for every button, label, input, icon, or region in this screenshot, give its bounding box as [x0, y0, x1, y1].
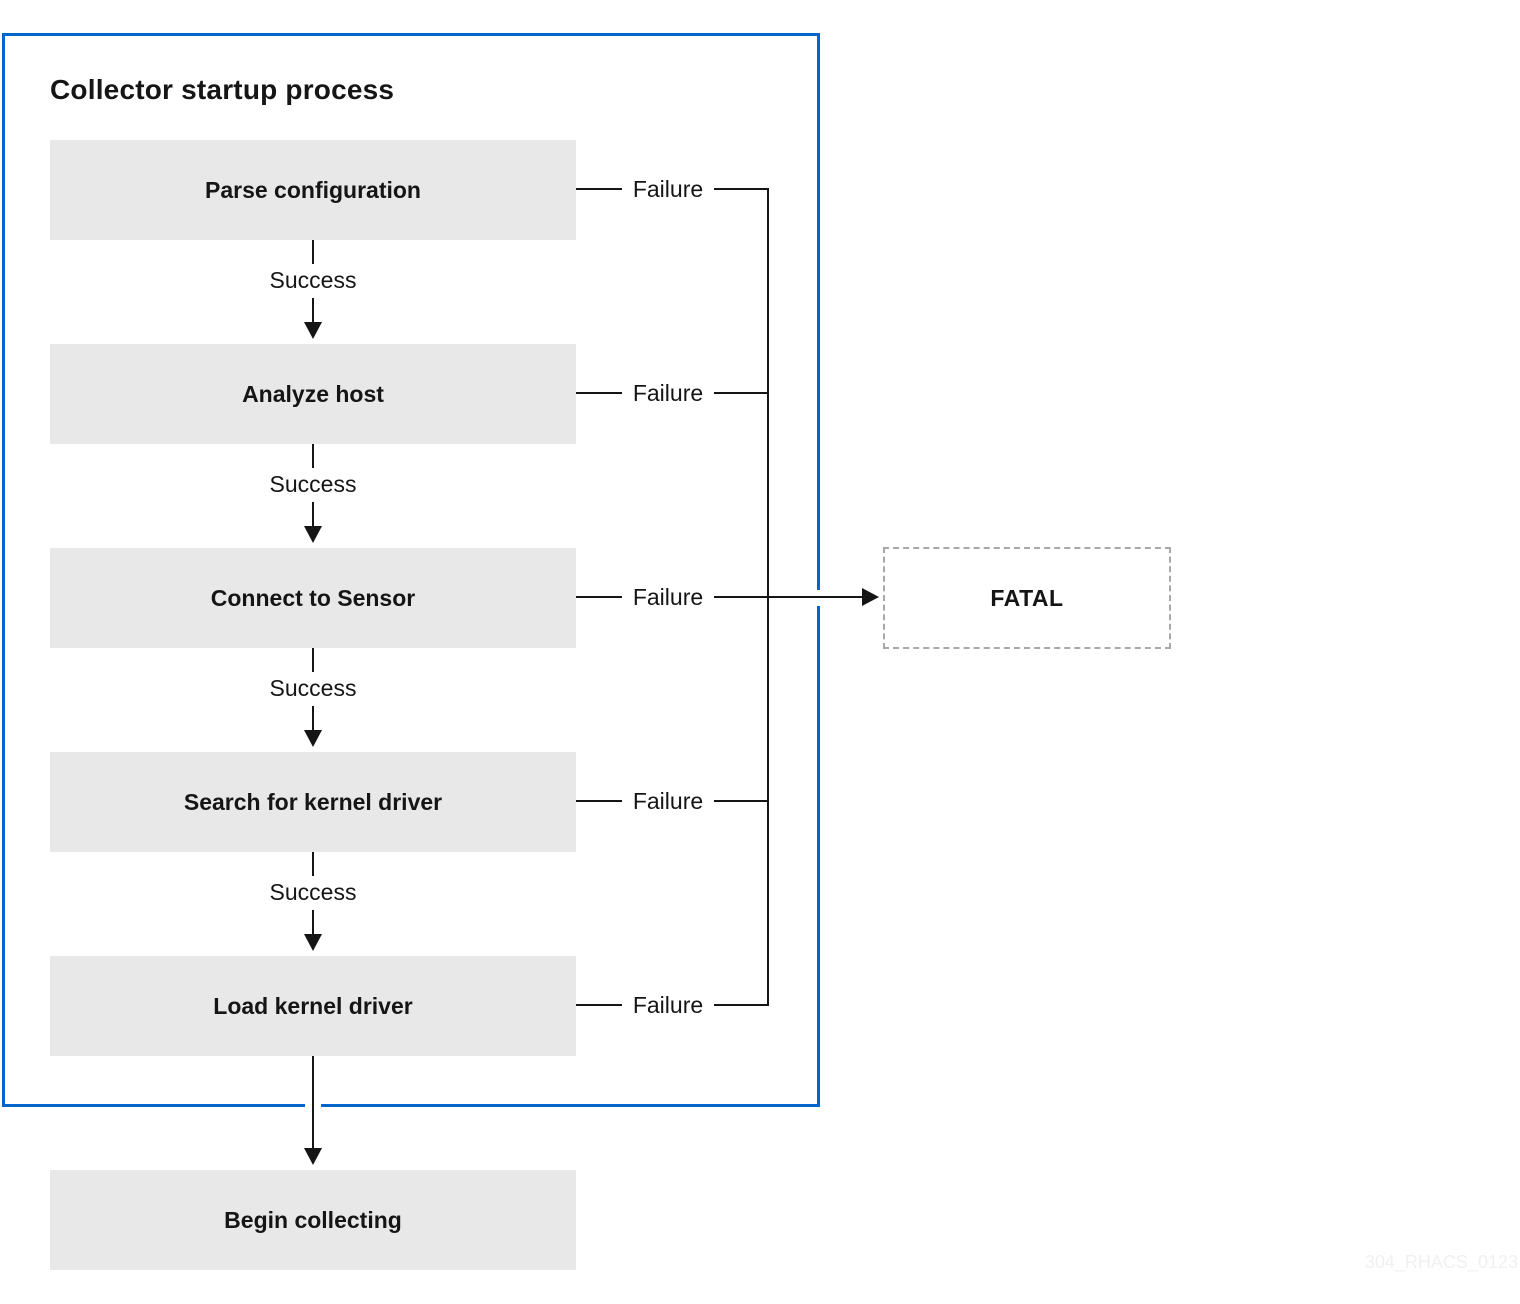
step-label: Search for kernel driver	[183, 788, 443, 815]
failure-label: Failure	[624, 176, 712, 202]
success-arrowhead-3	[304, 730, 322, 747]
step-label: Begin collecting	[224, 1206, 402, 1233]
diagram-title: Collector startup process	[50, 74, 395, 105]
figure-id-watermark: 304_RHACS_0123	[1364, 1252, 1518, 1272]
fatal-arrowhead	[862, 588, 879, 606]
success-label: Success	[263, 471, 363, 497]
success-label: Success	[263, 879, 363, 905]
failure-label: Failure	[624, 584, 712, 610]
final-arrowhead	[304, 1148, 322, 1165]
step-connect-to-sensor: Connect to Sensor	[50, 548, 576, 648]
step-analyze-host: Analyze host	[50, 344, 576, 444]
success-arrowhead-4	[304, 934, 322, 951]
fatal-label: FATAL	[990, 584, 1064, 611]
step-label: Load kernel driver	[213, 992, 413, 1019]
step-label: Analyze host	[242, 380, 384, 407]
failure-label: Failure	[624, 992, 712, 1018]
step-label: Parse configuration	[205, 176, 421, 203]
step-search-for-kernel-driver: Search for kernel driver	[50, 752, 576, 852]
step-label: Connect to Sensor	[210, 584, 416, 611]
fatal-terminal: FATAL	[883, 547, 1171, 649]
failure-label: Failure	[624, 380, 712, 406]
step-begin-collecting: Begin collecting	[50, 1170, 576, 1270]
step-parse-configuration: Parse configuration	[50, 140, 576, 240]
success-label: Success	[263, 267, 363, 293]
failure-label: Failure	[624, 788, 712, 814]
success-label: Success	[263, 675, 363, 701]
success-arrowhead-2	[304, 526, 322, 543]
startup-process-frame	[2, 33, 820, 1107]
success-arrowhead-1	[304, 322, 322, 339]
step-load-kernel-driver: Load kernel driver	[50, 956, 576, 1056]
